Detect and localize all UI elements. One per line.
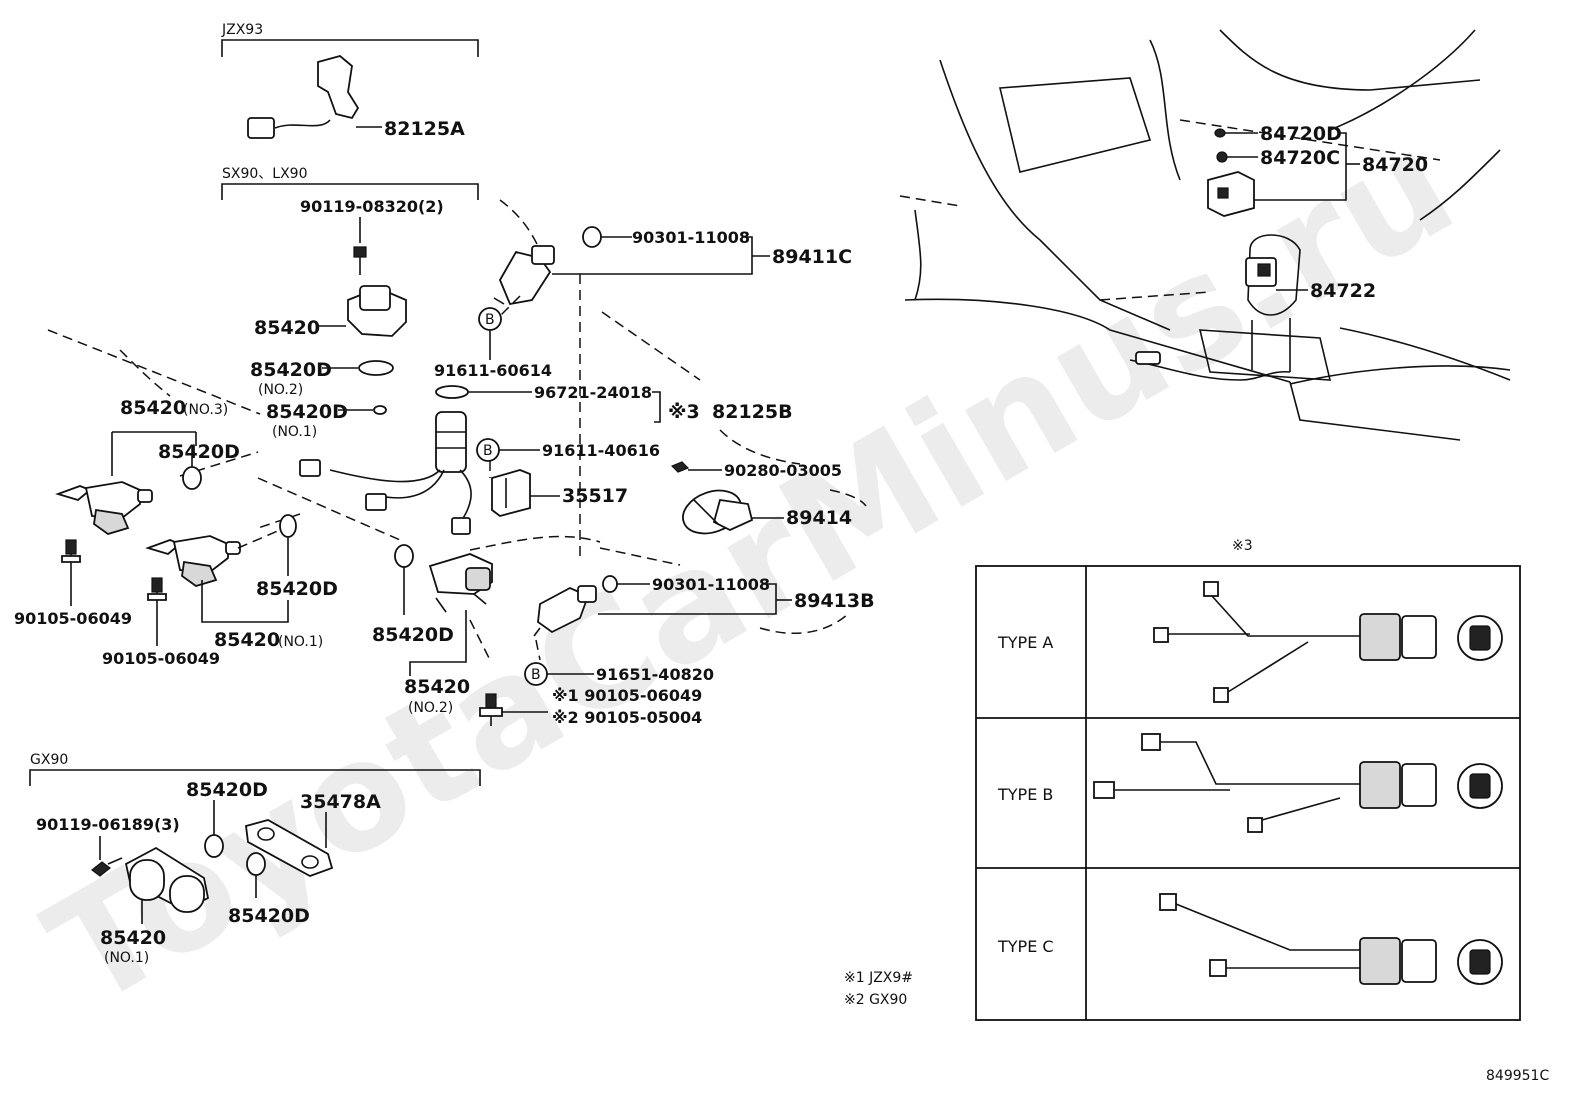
label-b3: B	[531, 667, 541, 683]
harness-82125B[interactable]	[299, 411, 472, 535]
oring-85420D-no2[interactable]	[358, 360, 394, 376]
label-82125B[interactable]: 82125B	[712, 401, 793, 423]
solenoid-85420-gx[interactable]	[124, 846, 210, 913]
label-90280-03005[interactable]: 90280-03005	[724, 461, 842, 480]
switch-84720[interactable]	[1207, 171, 1255, 217]
harness-type-a[interactable]	[1153, 581, 1503, 703]
watermark: ToyotaCarMinus.ru	[21, 98, 1481, 1042]
label-85420D-center[interactable]: 85420D	[372, 624, 454, 646]
switch-84722[interactable]	[1245, 257, 1277, 287]
label-85420D-no2[interactable]: 85420D	[250, 359, 332, 381]
bolt-90119-08320[interactable]	[353, 246, 367, 275]
label-85420-no3[interactable]: 85420	[120, 397, 186, 419]
group-sx90-lx90: SX90、LX90	[221, 166, 479, 200]
bracket-35517[interactable]	[491, 469, 531, 517]
label-90105-06049-a[interactable]: 90105-06049	[14, 609, 132, 628]
label-35517[interactable]: 35517	[562, 485, 628, 507]
label-85420-no1[interactable]: 85420	[214, 629, 280, 651]
label-91651-40820[interactable]: 91651-40820	[596, 665, 714, 684]
oring-85420D-center[interactable]	[394, 544, 414, 568]
sensor-89413B[interactable]	[533, 585, 597, 637]
solenoid-85420-no3[interactable]	[55, 481, 153, 535]
label-85420D-left[interactable]: 85420D	[158, 441, 240, 463]
label-mark2-part[interactable]: ※2 90105-05004	[552, 708, 702, 727]
table-row-type-b: TYPE B	[997, 785, 1053, 804]
label-no2-b: (NO.2)	[408, 700, 453, 716]
sensor-89411C[interactable]	[493, 245, 555, 306]
harness-type-b[interactable]	[1093, 733, 1503, 833]
label-89411C[interactable]: 89411C	[772, 246, 852, 268]
bolt-90105[interactable]	[479, 693, 503, 726]
footnote-2: ※2 GX90	[844, 992, 907, 1008]
label-84720C[interactable]: 84720C	[1260, 147, 1340, 169]
label-85420-no2[interactable]: 85420	[404, 676, 470, 698]
label-90301-11008-a[interactable]: 90301-11008	[632, 228, 750, 247]
label-84720[interactable]: 84720	[1362, 154, 1428, 176]
label-85420D-gx-bot[interactable]: 85420D	[228, 905, 310, 927]
label-no1-a: (NO.1)	[272, 424, 317, 440]
label-96721-24018[interactable]: 96721-24018	[534, 383, 652, 402]
console-drawing	[899, 29, 1511, 441]
oring-90301-11008-a[interactable]	[582, 226, 602, 248]
label-85420-top[interactable]: 85420	[254, 317, 320, 339]
bolt-90105-06049-b[interactable]	[147, 577, 167, 608]
solenoid-85420-no2[interactable]	[428, 553, 493, 613]
oring-85420D-gx-bot[interactable]	[246, 852, 266, 876]
group-label-gx90: GX90	[30, 752, 68, 768]
label-85420D-gx-top[interactable]: 85420D	[186, 779, 268, 801]
oring-85420D-no1[interactable]	[373, 405, 387, 415]
screw-84720C[interactable]	[1216, 151, 1228, 163]
oring-90301-11008-b[interactable]	[602, 575, 618, 593]
label-85420-gx[interactable]: 85420	[100, 927, 166, 949]
label-85420D-no1[interactable]: 85420D	[266, 401, 348, 423]
bolt-90119-06189[interactable]	[91, 857, 123, 877]
figure-code: 849951C	[1486, 1068, 1549, 1084]
label-no3: (NO.3)	[183, 402, 228, 418]
label-no1-c: (NO.1)	[104, 950, 149, 966]
oring-85420D-mid[interactable]	[279, 514, 297, 538]
group-label-sx90-lx90: SX90、LX90	[222, 166, 308, 182]
label-91611-60614[interactable]: 91611-60614	[434, 361, 552, 380]
table-row-type-c: TYPE C	[997, 937, 1054, 956]
group-gx90: GX90	[29, 752, 481, 786]
group-label-jzx93: JZX93	[221, 22, 263, 38]
label-90301-11008-b[interactable]: 90301-11008	[652, 575, 770, 594]
clip-90280-03005[interactable]	[670, 461, 690, 473]
table-row-type-a: TYPE A	[997, 633, 1053, 652]
solenoid-85420-top[interactable]	[347, 285, 407, 337]
oring-96721-24018[interactable]	[435, 385, 469, 399]
sensor-82125A[interactable]	[247, 55, 360, 139]
label-89414[interactable]: 89414	[786, 507, 852, 529]
type-table	[975, 565, 1521, 1021]
solenoid-85420-no1[interactable]	[145, 535, 241, 587]
label-no1-b: (NO.1)	[278, 634, 323, 650]
label-84720D[interactable]: 84720D	[1260, 123, 1342, 145]
label-b1: B	[485, 312, 495, 328]
label-b2: B	[483, 443, 493, 459]
label-91611-40616[interactable]: 91611-40616	[542, 441, 660, 460]
footnote-1: ※1 JZX9#	[844, 970, 913, 986]
cap-84720D[interactable]	[1214, 128, 1226, 138]
label-90105-06049-b[interactable]: 90105-06049	[102, 649, 220, 668]
label-35478A[interactable]: 35478A	[300, 791, 381, 813]
label-mark3: ※3	[668, 401, 700, 423]
label-90119-06189[interactable]: 90119-06189(3)	[36, 815, 180, 834]
label-no2-a: (NO.2)	[258, 382, 303, 398]
sensor-89414[interactable]	[677, 483, 754, 541]
oring-85420D-left[interactable]	[182, 466, 202, 490]
label-mark1-part[interactable]: ※1 90105-06049	[552, 686, 702, 705]
plate-35478A[interactable]	[245, 819, 334, 877]
group-jzx93: JZX93 82125A	[221, 22, 479, 140]
label-82125A[interactable]: 82125A	[384, 118, 465, 140]
label-90119-08320[interactable]: 90119-08320(2)	[300, 197, 444, 216]
label-89413B[interactable]: 89413B	[794, 590, 875, 612]
bolt-90105-06049-a[interactable]	[61, 539, 81, 572]
harness-type-c[interactable]	[1159, 893, 1503, 985]
label-85420D-mid[interactable]: 85420D	[256, 578, 338, 600]
shift-knob	[1247, 234, 1301, 372]
oring-85420D-gx-top[interactable]	[204, 834, 224, 858]
label-84722[interactable]: 84722	[1310, 280, 1376, 302]
table-title: ※3	[1232, 538, 1253, 554]
